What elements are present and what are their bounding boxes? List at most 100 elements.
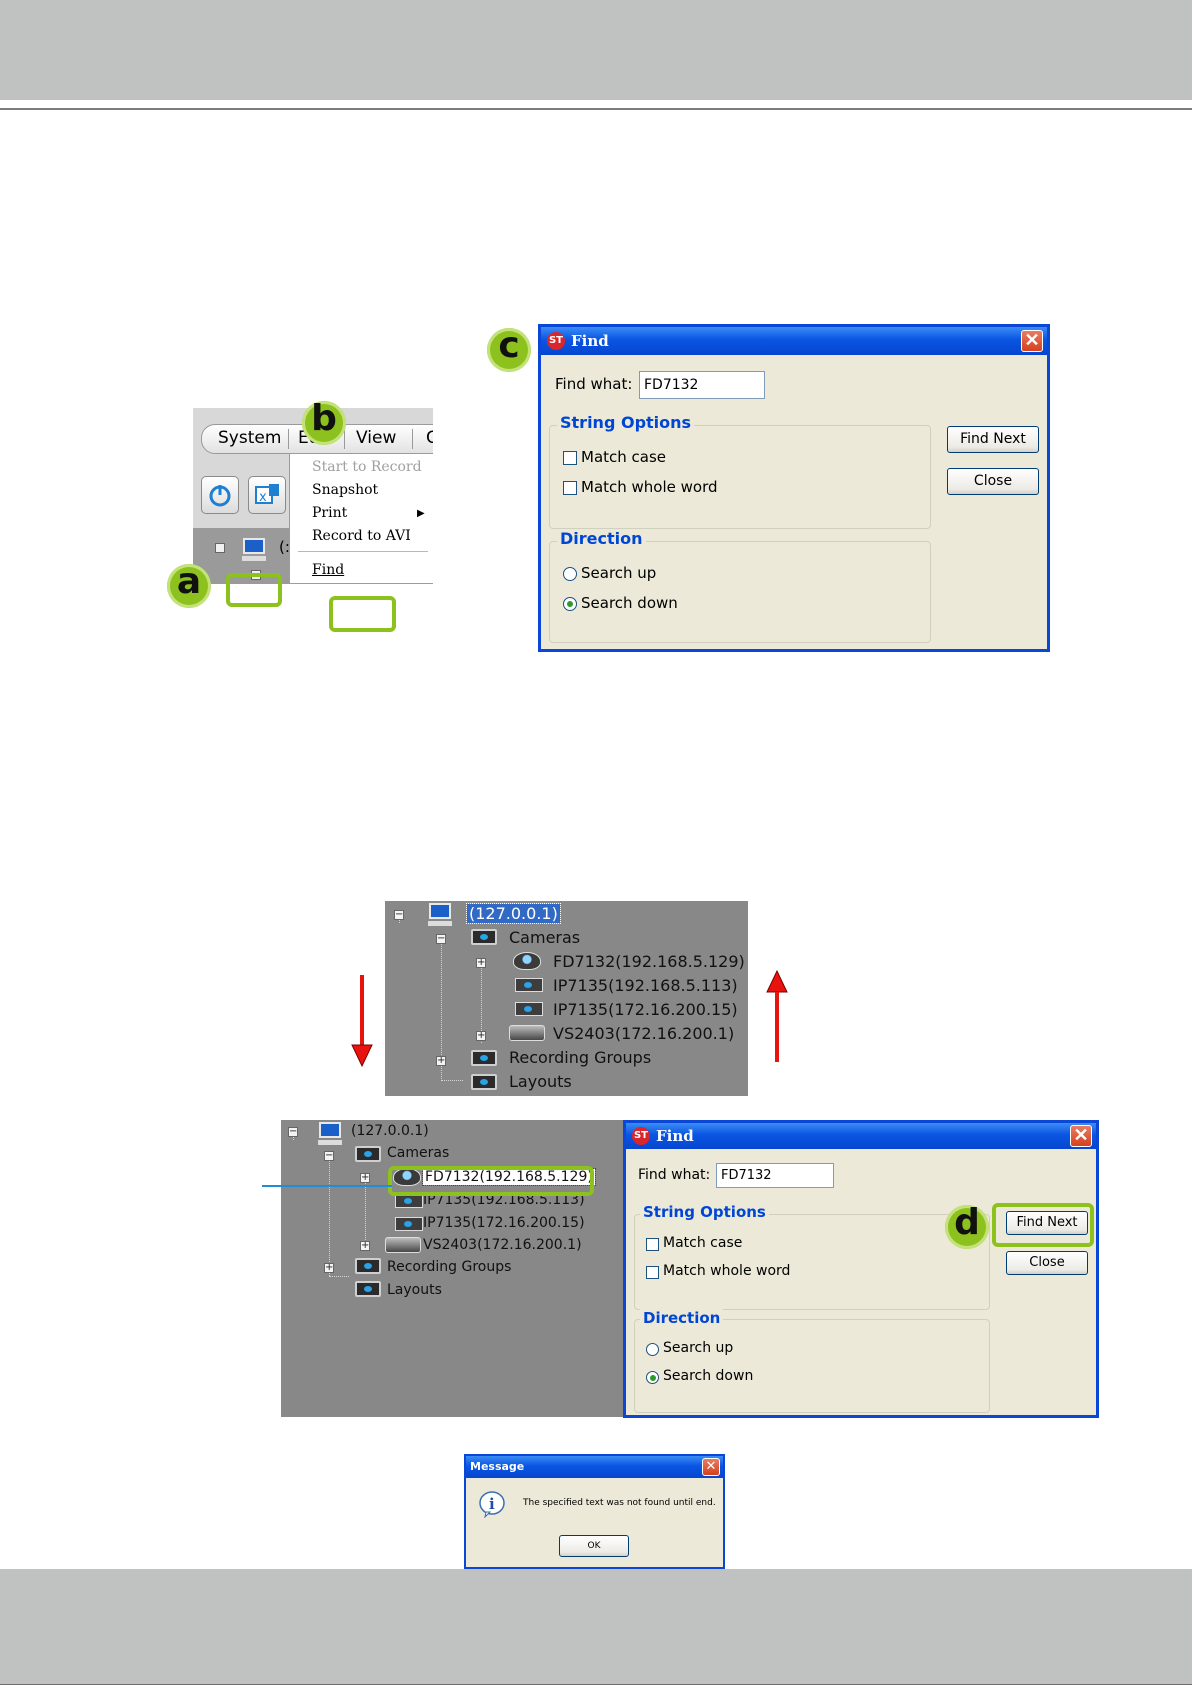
tree-node-cameras[interactable]: Cameras xyxy=(509,928,581,947)
app-icon: ST xyxy=(632,1127,650,1145)
folder-open-icon xyxy=(471,929,497,945)
search-up-radio[interactable] xyxy=(563,567,577,581)
highlight-find-menu-item xyxy=(329,596,396,632)
menu-item-start-record[interactable]: Start to Record xyxy=(312,459,422,475)
message-title: Message xyxy=(470,1460,525,1473)
menu-item-snapshot[interactable]: Snapshot xyxy=(312,482,379,498)
search-down-radio[interactable] xyxy=(646,1371,659,1384)
tree-line xyxy=(329,1276,349,1277)
tree-node-camera[interactable]: IP7135(172.16.200.15) xyxy=(423,1215,585,1231)
folder-icon xyxy=(471,1050,497,1066)
match-case-label: Match case xyxy=(663,1235,743,1251)
match-case-checkbox[interactable] xyxy=(563,451,577,465)
find-what-input[interactable]: FD7132 xyxy=(639,371,765,399)
tree-node-cameras[interactable]: Cameras xyxy=(387,1145,450,1161)
dome-camera-icon xyxy=(513,952,541,970)
header-rule xyxy=(0,108,1192,110)
menu-system[interactable]: System xyxy=(218,428,282,448)
tree-line xyxy=(365,1180,366,1250)
menu-view[interactable]: View xyxy=(356,428,397,448)
tree-node-camera[interactable]: IP7135(192.168.5.113) xyxy=(553,976,738,995)
close-icon[interactable]: ✕ xyxy=(1021,330,1043,352)
expand-toggle[interactable]: + xyxy=(360,1172,370,1183)
expand-toggle[interactable]: + xyxy=(436,1055,446,1066)
tree-line xyxy=(481,967,482,1043)
expand-toggle[interactable]: + xyxy=(360,1240,370,1251)
expand-toggle[interactable]: + xyxy=(324,1262,334,1273)
callout-d: d xyxy=(945,1203,989,1249)
string-options-legend: String Options xyxy=(557,413,695,432)
tree-node-camera[interactable]: VS2403(172.16.200.1) xyxy=(553,1024,735,1043)
search-up-label: Search up xyxy=(663,1340,734,1356)
match-whole-word-checkbox[interactable] xyxy=(646,1266,659,1279)
box-camera-icon xyxy=(515,1002,543,1016)
export-button[interactable]: x xyxy=(248,476,286,514)
direction-group xyxy=(549,541,931,643)
search-down-label: Search down xyxy=(581,594,678,612)
expand-toggle[interactable]: + xyxy=(476,957,486,968)
ok-button[interactable]: OK xyxy=(559,1535,629,1557)
box-camera-icon xyxy=(395,1194,423,1208)
find-next-button[interactable]: Find Next xyxy=(1006,1211,1088,1235)
export-icon: x xyxy=(255,484,279,505)
tree-node-layouts[interactable]: Layouts xyxy=(509,1072,572,1091)
tree-line xyxy=(399,919,400,923)
match-whole-word-checkbox[interactable] xyxy=(563,481,577,495)
collapse-toggle[interactable] xyxy=(215,543,225,553)
callout-a: a xyxy=(167,562,211,608)
close-button[interactable]: Close xyxy=(1006,1251,1088,1275)
computer-icon xyxy=(242,538,266,561)
dialog-title: Find xyxy=(571,332,609,350)
close-button[interactable]: Close xyxy=(947,468,1039,495)
device-tree: − (127.0.0.1) − Cameras + FD7132(192.168… xyxy=(385,901,748,1096)
menu-item-find[interactable]: Find xyxy=(312,562,345,578)
menu-separator xyxy=(344,429,345,449)
find-what-input[interactable]: FD7132 xyxy=(716,1163,834,1188)
search-down-label: Search down xyxy=(663,1368,754,1384)
tree-node-camera[interactable]: IP7135(192.168.5.113) xyxy=(423,1192,585,1208)
tree-node-recording-groups[interactable]: Recording Groups xyxy=(387,1259,512,1275)
menu-separator xyxy=(412,429,413,449)
collapse-toggle[interactable]: − xyxy=(394,909,404,920)
tree-node-camera[interactable]: FD7132(192.168.5.129) xyxy=(553,952,745,971)
close-icon[interactable]: ✕ xyxy=(1070,1125,1092,1147)
tree-root-node[interactable]: (127.0.0.1) xyxy=(351,1123,429,1139)
match-case-checkbox[interactable] xyxy=(646,1238,659,1251)
tree-root-node[interactable]: (127.0.0.1) xyxy=(466,903,561,924)
tree-node-camera[interactable]: IP7135(172.16.200.15) xyxy=(553,1000,738,1019)
find-what-label: Find what: xyxy=(555,375,633,393)
search-down-radio[interactable] xyxy=(563,597,577,611)
message-dialog: Message ✕ i The specified text was not f… xyxy=(464,1454,725,1569)
message-titlebar: Message ✕ xyxy=(466,1456,723,1478)
tree-line xyxy=(441,943,442,1081)
info-icon: i xyxy=(479,1491,505,1518)
menu-item-record-avi[interactable]: Record to AVI xyxy=(312,528,411,544)
search-up-radio[interactable] xyxy=(646,1343,659,1356)
string-options-legend: String Options xyxy=(640,1203,769,1221)
menu-item-print[interactable]: Print xyxy=(312,505,348,521)
power-button[interactable] xyxy=(201,476,239,514)
tree-node-recording-groups[interactable]: Recording Groups xyxy=(509,1048,652,1067)
tree-node-layouts[interactable]: Layouts xyxy=(387,1282,442,1298)
up-arrow-icon xyxy=(766,969,788,1062)
tree-line xyxy=(441,1080,463,1081)
tree-node-camera[interactable]: VS2403(172.16.200.1) xyxy=(423,1237,582,1253)
menu-partial[interactable]: C xyxy=(426,428,433,448)
collapse-toggle[interactable]: − xyxy=(288,1126,298,1137)
tree-node-camera-selected[interactable]: FD7132(192.168.5.129) xyxy=(422,1168,596,1186)
leader-line xyxy=(262,1185,392,1187)
collapse-toggle[interactable]: − xyxy=(436,933,446,944)
find-what-label: Find what: xyxy=(638,1167,711,1183)
dialog-title: Find xyxy=(656,1127,694,1145)
expand-toggle[interactable]: + xyxy=(476,1030,486,1041)
callout-b: b xyxy=(302,399,346,445)
close-icon[interactable]: ✕ xyxy=(702,1458,720,1476)
find-dialog-titlebar: ST Find ✕ xyxy=(541,327,1047,355)
tree-line xyxy=(329,1158,330,1276)
device-tree-result: − (127.0.0.1) − Cameras + FD7132(192.168… xyxy=(281,1120,624,1417)
search-up-label: Search up xyxy=(581,564,657,582)
find-next-button[interactable]: Find Next xyxy=(947,426,1039,453)
app-icon: ST xyxy=(547,332,565,350)
folder-icon xyxy=(471,1074,497,1090)
collapse-toggle[interactable]: − xyxy=(324,1150,334,1161)
